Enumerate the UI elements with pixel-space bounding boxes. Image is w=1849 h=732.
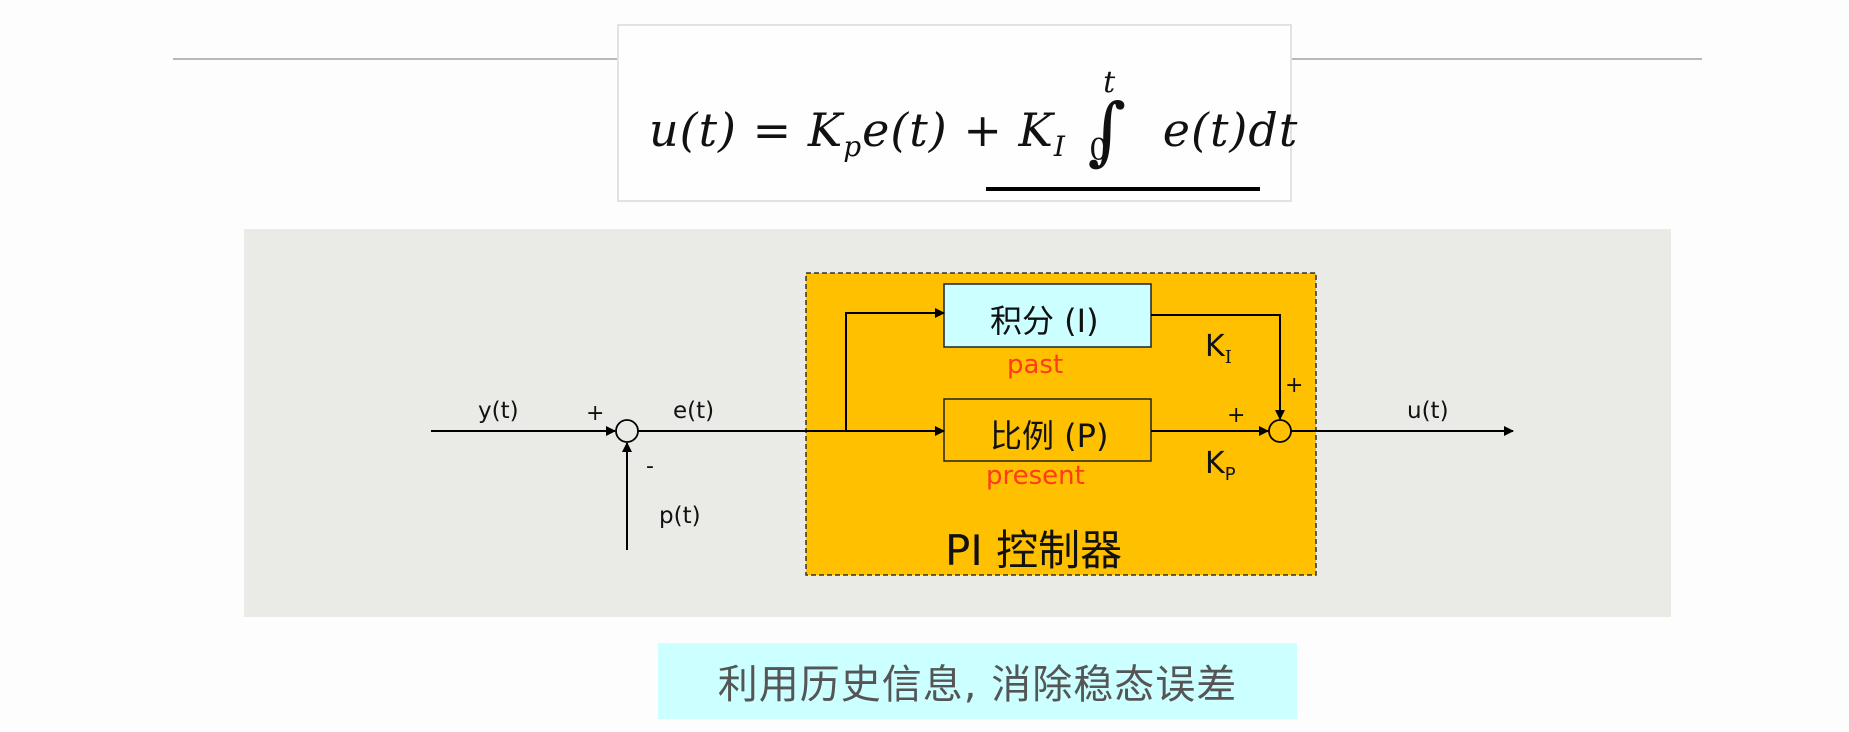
formula-et: e(t) bbox=[862, 103, 948, 157]
error-signal-label: e(t) bbox=[673, 398, 715, 424]
summing-junction-1 bbox=[615, 419, 639, 443]
feedback-minus-sign: - bbox=[646, 454, 654, 479]
integral-sum-sign: + bbox=[1285, 373, 1304, 398]
integral-lower-limit: 0 bbox=[1089, 133, 1110, 168]
proportional-block bbox=[943, 398, 1152, 462]
output-signal-label: u(t) bbox=[1407, 398, 1449, 424]
formula-lhs: u(t) bbox=[649, 103, 738, 157]
integral-block-label: 积分 (I) bbox=[990, 302, 1099, 340]
caption-text: 利用历史信息, 消除稳态误差 bbox=[717, 662, 1238, 708]
formula-ki-sub: I bbox=[1053, 130, 1066, 164]
integral-sign: ∫ bbox=[1087, 88, 1128, 174]
proportional-block-label: 比例 (P) bbox=[990, 417, 1109, 455]
formula-ki: K bbox=[1018, 103, 1054, 157]
integral-term-underline bbox=[986, 187, 1260, 191]
proportional-note: present bbox=[986, 461, 1085, 491]
formula-equals: = bbox=[752, 103, 793, 157]
input-plus-sign: + bbox=[586, 401, 605, 426]
proportional-sum-sign: + bbox=[1227, 403, 1246, 428]
ki-sub: I bbox=[1224, 347, 1232, 368]
formula-kp: K bbox=[807, 103, 844, 157]
integral-output-line bbox=[1151, 314, 1285, 420]
kp-k: K bbox=[1205, 446, 1225, 481]
integral-gain-label: KI bbox=[1205, 329, 1232, 368]
input-signal-label: y(t) bbox=[478, 398, 519, 424]
integral-branch-line bbox=[845, 308, 945, 431]
feedback-signal-label: p(t) bbox=[659, 503, 701, 529]
formula-integrand: e(t)dt bbox=[1162, 103, 1299, 157]
formula-plus: + bbox=[963, 103, 1003, 157]
controller-label: PI 控制器 bbox=[945, 526, 1123, 575]
proportional-gain-label: KP bbox=[1205, 446, 1236, 485]
kp-sub: P bbox=[1224, 464, 1236, 485]
ki-k: K bbox=[1205, 329, 1225, 364]
integral-upper-limit: t bbox=[1103, 65, 1117, 100]
summing-junction-2 bbox=[1268, 419, 1292, 443]
integral-note: past bbox=[1007, 350, 1064, 380]
formula-kp-sub: p bbox=[843, 130, 863, 164]
caption-box: 利用历史信息, 消除稳态误差 bbox=[658, 643, 1297, 719]
